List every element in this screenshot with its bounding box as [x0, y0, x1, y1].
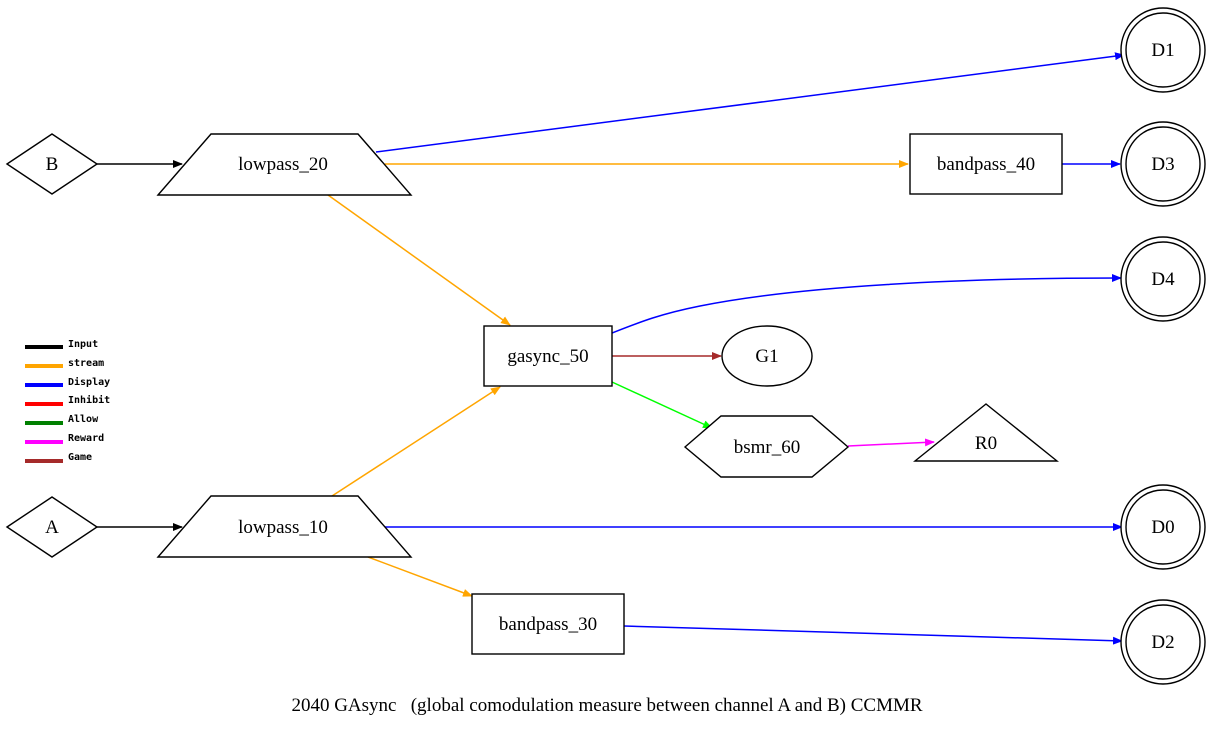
- node-G1[interactable]: G1: [721, 325, 813, 387]
- node-gasync_50-label: gasync_50: [507, 346, 588, 367]
- node-bsmr_60-label: bsmr_60: [734, 437, 801, 458]
- node-R0[interactable]: R0: [913, 403, 1059, 462]
- node-D0-label: D0: [1151, 517, 1174, 538]
- legend-item-stream: stream: [25, 358, 104, 369]
- legend-item-allow: Allow: [25, 414, 99, 425]
- legend-label-stream: stream: [68, 358, 104, 369]
- edge-lowpass_10-gasync_50: [331, 386, 501, 497]
- node-A-label: A: [45, 517, 59, 538]
- node-D3-label: D3: [1151, 154, 1174, 175]
- legend-label-reward: Reward: [68, 433, 104, 444]
- node-G1-label: G1: [755, 346, 778, 367]
- edge-gasync_50-D4: [611, 274, 1122, 334]
- node-bandpass_40[interactable]: bandpass_40: [909, 133, 1063, 195]
- edges: [97, 52, 1125, 645]
- node-D3[interactable]: D3: [1120, 121, 1206, 207]
- node-bandpass_30-label: bandpass_30: [499, 614, 597, 635]
- legend-item-reward: Reward: [25, 433, 104, 444]
- edge-lowpass_20-D1: [375, 52, 1125, 153]
- node-D4-label: D4: [1151, 269, 1175, 290]
- legend-label-allow: Allow: [68, 414, 99, 425]
- legend-label-display: Display: [68, 376, 110, 388]
- node-B-label: B: [46, 154, 59, 175]
- node-D0[interactable]: D0: [1120, 484, 1206, 570]
- legend-label-input: Input: [68, 339, 98, 350]
- node-lowpass_20-label: lowpass_20: [238, 154, 328, 175]
- legend: Input stream Display Inhibit Allow Rewar…: [25, 339, 110, 463]
- legend-item-display: Display: [25, 376, 110, 388]
- node-bandpass_30[interactable]: bandpass_30: [471, 593, 625, 655]
- node-D1-label: D1: [1151, 40, 1174, 61]
- legend-item-game: Game: [25, 452, 92, 463]
- legend-item-inhibit: Inhibit: [25, 394, 110, 406]
- node-R0-label: R0: [975, 433, 997, 454]
- legend-item-input: Input: [25, 339, 98, 350]
- node-D2-label: D2: [1151, 632, 1174, 653]
- edge-gasync_50-bsmr_60: [611, 381, 713, 429]
- node-bandpass_40-label: bandpass_40: [937, 154, 1035, 175]
- node-lowpass_10[interactable]: lowpass_10: [156, 495, 413, 558]
- edge-lowpass_20-gasync_50: [327, 194, 511, 326]
- legend-label-inhibit: Inhibit: [68, 394, 110, 406]
- node-D2[interactable]: D2: [1120, 599, 1206, 685]
- node-D1[interactable]: D1: [1120, 7, 1206, 93]
- node-A[interactable]: A: [5, 496, 99, 558]
- edge-bsmr_60-R0: [847, 438, 935, 447]
- node-lowpass_20[interactable]: lowpass_20: [156, 133, 413, 196]
- node-gasync_50[interactable]: gasync_50: [483, 325, 613, 387]
- edge-bandpass_30-D2: [623, 625, 1123, 645]
- node-lowpass_10-label: lowpass_10: [238, 517, 328, 538]
- node-B[interactable]: B: [5, 133, 99, 195]
- node-bsmr_60[interactable]: bsmr_60: [683, 415, 850, 478]
- diagram-caption: 2040 GAsync (global comodulation measure…: [291, 695, 922, 716]
- node-D4[interactable]: D4: [1120, 236, 1206, 322]
- edge-lowpass_10-bandpass_30: [367, 556, 473, 597]
- legend-label-game: Game: [68, 452, 92, 463]
